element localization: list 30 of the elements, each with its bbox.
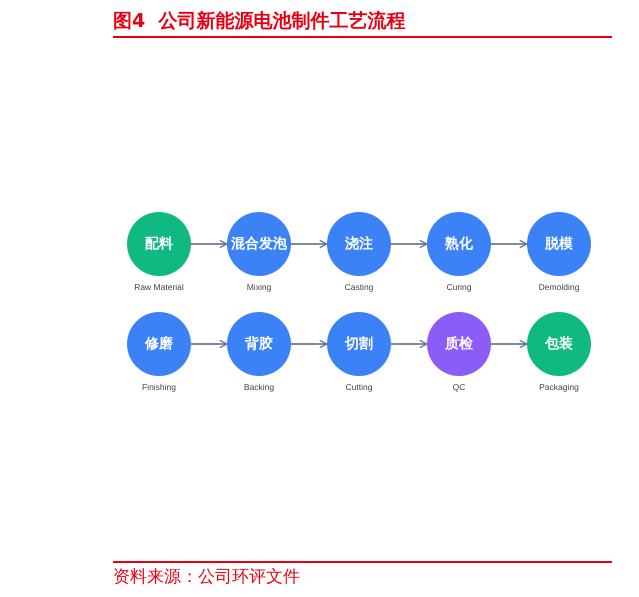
arrow bbox=[291, 240, 328, 248]
step-caption: Mixing bbox=[246, 282, 272, 292]
step-circle: 混合发泡 bbox=[227, 212, 291, 276]
arrow bbox=[491, 240, 528, 248]
step-caption: QC bbox=[452, 382, 466, 392]
step-circle: 修磨 bbox=[127, 312, 191, 376]
arrow bbox=[391, 340, 428, 348]
step-circle: 包装 bbox=[527, 312, 591, 376]
step-circle: 配料 bbox=[127, 212, 191, 276]
step-caption: Cutting bbox=[344, 382, 374, 392]
arrow bbox=[491, 340, 528, 348]
step-circle: 脱模 bbox=[527, 212, 591, 276]
arrow bbox=[291, 340, 328, 348]
step-caption: Demolding bbox=[538, 282, 580, 292]
step-caption: Finishing bbox=[140, 382, 178, 392]
step-circle: 质检 bbox=[427, 312, 491, 376]
figure-title: 图4 公司新能源电池制件工艺流程 bbox=[113, 9, 406, 34]
step-caption: Packaging bbox=[538, 382, 580, 392]
arrow bbox=[191, 340, 228, 348]
step-caption: Raw Material bbox=[133, 282, 185, 292]
step-caption: Casting bbox=[344, 282, 374, 292]
step-circle: 背胶 bbox=[227, 312, 291, 376]
arrow bbox=[391, 240, 428, 248]
step-circle: 熟化 bbox=[427, 212, 491, 276]
step-caption: Curing bbox=[445, 282, 473, 292]
step-caption: Backing bbox=[242, 382, 276, 392]
step-circle: 切割 bbox=[327, 312, 391, 376]
source-note: 资料来源：公司环评文件 bbox=[113, 566, 300, 588]
arrow bbox=[191, 240, 228, 248]
step-circle: 浇注 bbox=[327, 212, 391, 276]
